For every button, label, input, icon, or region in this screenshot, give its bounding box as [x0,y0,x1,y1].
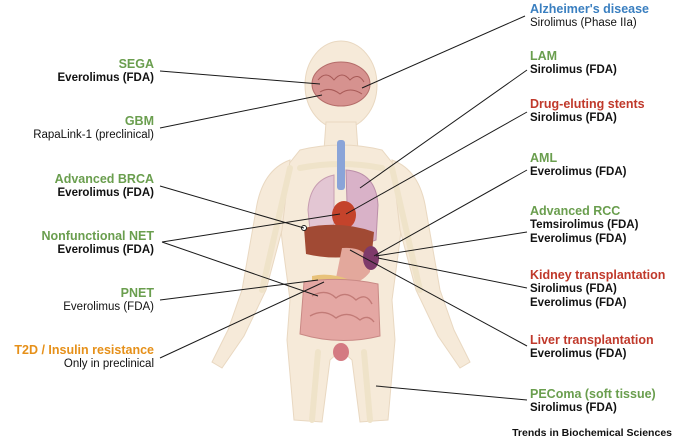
label-drug: Everolimus (FDA) [530,297,627,309]
label-title: Kidney transplantation [530,268,666,282]
label-title: PNET [120,286,154,300]
label-title: Liver transplantation [530,333,654,347]
label-rcc: Advanced RCC Temsirolimus (FDA) Everolim… [530,204,638,246]
label-drug: Everolimus (FDA) [57,244,155,256]
label-pnet: PNET Everolimus (FDA) [63,286,154,314]
label-liver-transplant: Liver transplantation Everolimus (FDA) [530,333,654,361]
label-gbm: GBM RapaLink-1 (preclinical) [33,114,154,142]
label-title: Advanced BRCA [54,172,154,186]
line-lam [359,69,528,189]
label-title: GBM [124,114,154,128]
line-net-b [161,241,319,297]
skeleton [259,161,423,423]
trachea [337,140,345,190]
label-drug: Sirolimus (FDA) [530,112,617,124]
brain [311,61,371,107]
label-drug: Everolimus (FDA) [530,348,627,360]
intestine-loops [309,291,375,323]
label-drug: Everolimus (FDA) [530,166,627,178]
line-liver-tx [349,249,528,347]
label-alzheimers: Alzheimer's disease Sirolimus (Phase IIa… [530,2,649,30]
line-pnet [159,279,319,301]
line-aml [373,169,528,257]
line-net-a [161,213,341,243]
label-net: Nonfunctional NET Everolimus (FDA) [42,229,155,257]
label-drug: Temsirolimus (FDA) [530,219,639,231]
label-drug: Sirolimus (FDA) [530,283,617,295]
label-title: LAM [530,49,558,63]
label-t2d: T2D / Insulin resistance Only in preclin… [14,343,154,371]
heart [332,201,356,229]
label-drug: Sirolimus (Phase IIa) [530,17,637,29]
label-drug: Sirolimus (FDA) [530,402,617,414]
label-drug: Everolimus (FDA) [530,233,627,245]
line-brca [159,185,305,229]
label-drug: RapaLink-1 (preclinical) [33,129,154,141]
intestines [299,278,381,341]
label-lam: LAM Sirolimus (FDA) [530,49,617,77]
label-pecoma: PEComa (soft tissue) Sirolimus (FDA) [530,387,656,415]
line-sega [159,70,321,85]
label-title: Advanced RCC [530,204,621,218]
line-rcc [375,231,528,257]
label-title: SEGA [118,57,154,71]
label-title: Alzheimer's disease [530,2,650,16]
line-kidney-tx [377,257,528,289]
label-title: Drug-eluting stents [530,97,645,111]
label-drug: Everolimus (FDA) [57,72,155,84]
leader-lines [159,15,528,401]
label-title: T2D / Insulin resistance [14,343,154,357]
label-stents: Drug-eluting stents Sirolimus (FDA) [530,97,645,125]
label-drug: Only in preclinical [63,358,154,370]
label-title: AML [530,151,558,165]
label-drug: Everolimus (FDA) [63,301,154,313]
line-stents [345,111,528,215]
journal-credit: Trends in Biochemical Sciences [512,427,672,439]
label-drug: Sirolimus (FDA) [530,64,617,76]
bladder [333,343,349,361]
line-pecoma [375,385,528,401]
label-drug: Everolimus (FDA) [57,187,155,199]
label-title: Nonfunctional NET [41,229,155,243]
label-brca: Advanced BRCA Everolimus (FDA) [55,172,154,200]
line-alz [361,15,526,89]
label-sega: SEGA Everolimus (FDA) [58,57,155,85]
label-kidney-transplant: Kidney transplantation Sirolimus (FDA) E… [530,268,665,310]
label-title: PEComa (soft tissue) [530,387,656,401]
line-gbm [159,94,323,129]
line-t2d [159,281,325,359]
label-aml: AML Everolimus (FDA) [530,151,627,179]
